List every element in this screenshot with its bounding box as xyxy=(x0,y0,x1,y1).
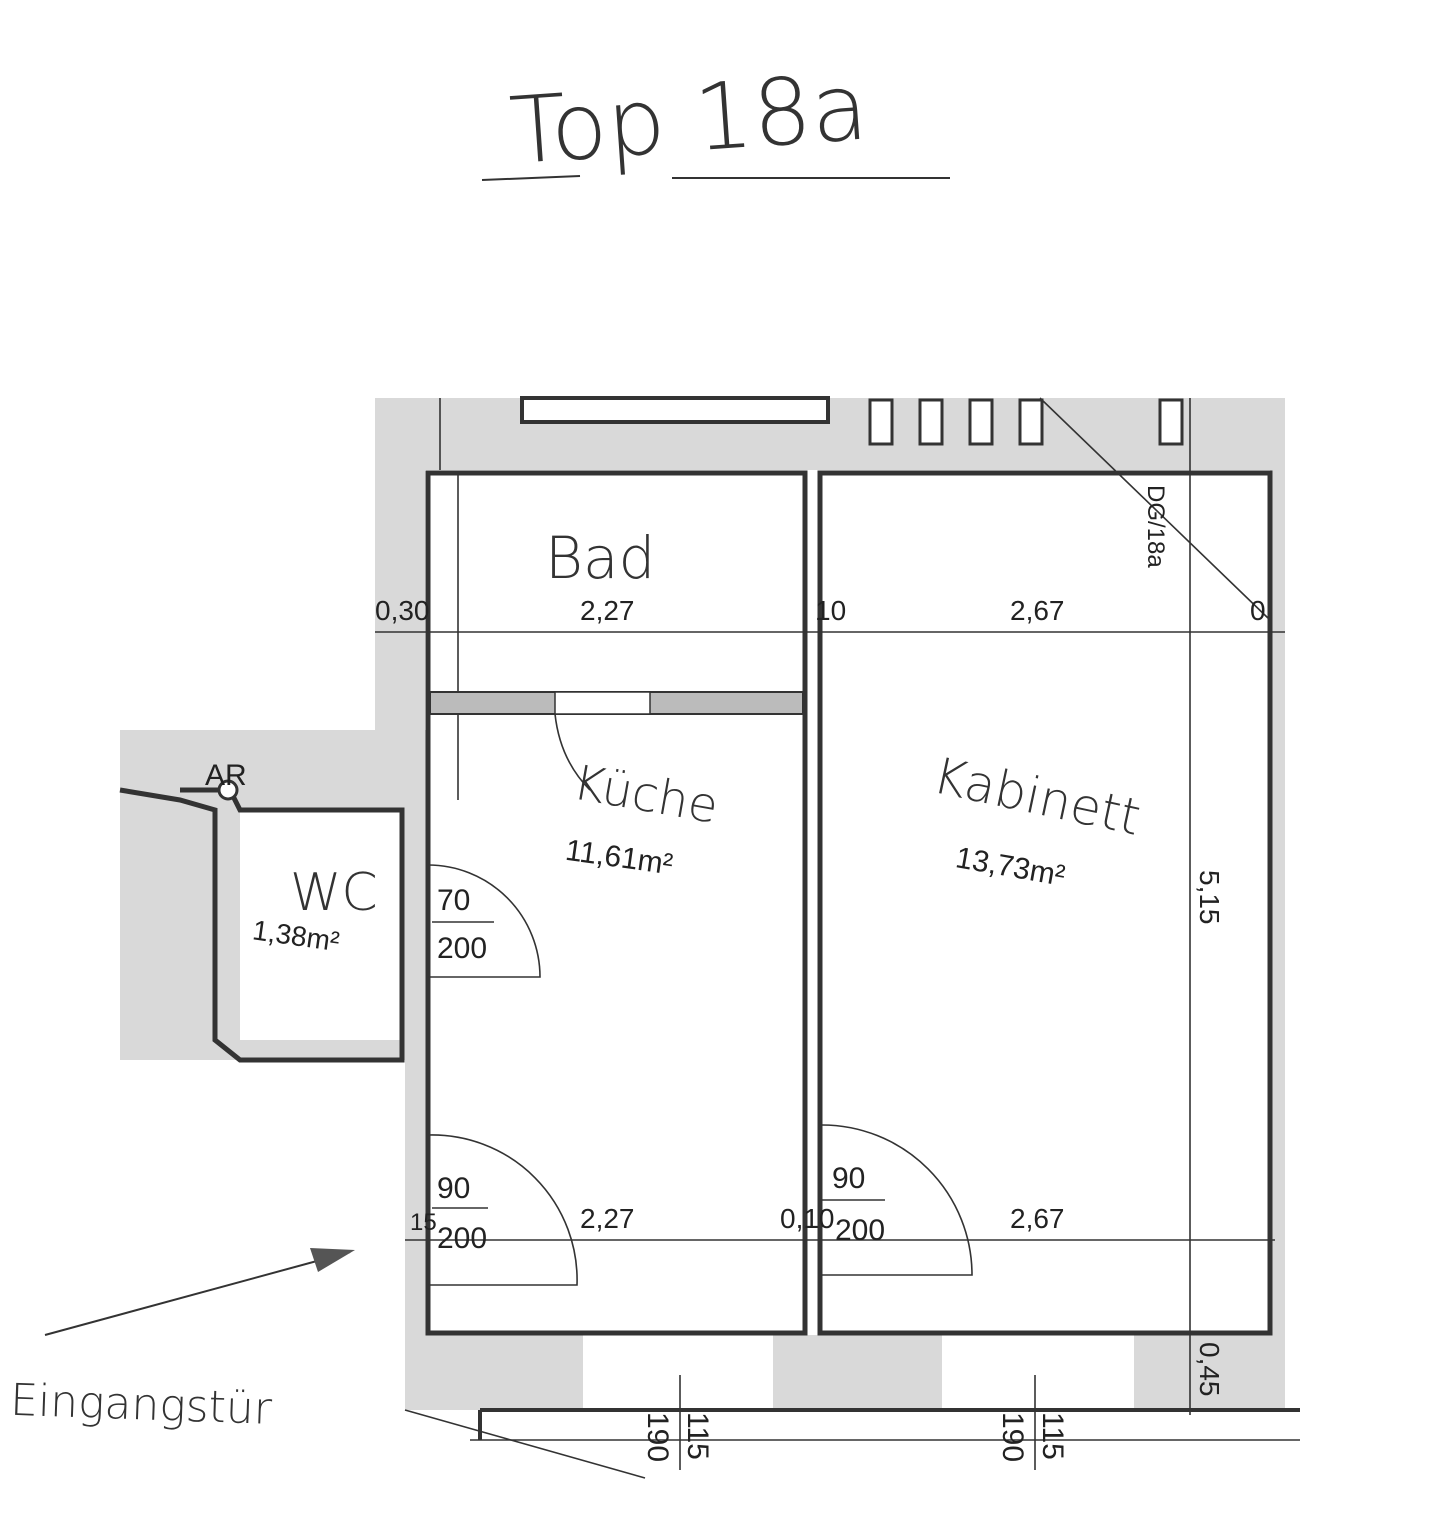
dim-top-right-width: 2,67 xyxy=(1010,595,1065,626)
bad-door-swing xyxy=(554,713,591,791)
room-bad-label: Bad xyxy=(545,524,655,592)
dim-top-left-width: 2,27 xyxy=(580,595,635,626)
window-right-height: 190 xyxy=(996,1412,1029,1462)
wc-door-swing xyxy=(427,864,541,978)
bad-door xyxy=(554,691,651,715)
dim-top-right-wall: 0 xyxy=(1250,595,1266,626)
room-kabinett-label: Kabinett xyxy=(928,746,1145,846)
window-left-width: 115 xyxy=(681,1412,714,1460)
room-ar-label: AR xyxy=(205,759,247,792)
dim-bottom-left-wall: 15 xyxy=(410,1209,437,1236)
ar-shaft-icon xyxy=(217,779,239,801)
diagonal-marker-line xyxy=(1039,397,1271,621)
kabinett-door-height: 200 xyxy=(835,1214,885,1247)
room-kueche-bad xyxy=(425,470,808,1336)
dim-bottom-left-width: 2,27 xyxy=(580,1203,635,1234)
room-wc-label: WC xyxy=(290,863,378,923)
window-niche-left xyxy=(583,1335,773,1410)
radiators xyxy=(868,398,1184,446)
window-niche-right xyxy=(942,1335,1134,1410)
bottom-wall-band xyxy=(405,1335,1285,1410)
kabinett-door-swing xyxy=(821,1124,973,1276)
plan-title: Top 18a xyxy=(507,53,872,185)
dim-bottom-right-width: 2,67 xyxy=(1010,1203,1065,1234)
window-right-width: 115 xyxy=(1036,1412,1069,1460)
dim-top-left-wall: 0,30 xyxy=(375,595,430,626)
room-kueche-area: 11,61m² xyxy=(563,834,674,882)
right-wall-band xyxy=(1270,470,1285,1335)
dim-top-mid-wall: 10 xyxy=(815,595,846,626)
dim-bottom-mid-wall: 0,10 xyxy=(780,1203,835,1234)
top-window xyxy=(520,396,830,424)
kabinett-door-width: 90 xyxy=(832,1162,865,1195)
entry-door-swing xyxy=(427,1134,578,1286)
room-kabinett xyxy=(817,470,1273,1336)
entry-arrow-icon xyxy=(44,1251,351,1336)
wc-walls xyxy=(119,787,405,1063)
facade-diagonal xyxy=(404,1409,646,1479)
entry-door-width: 90 xyxy=(437,1172,470,1205)
window-left-height: 190 xyxy=(641,1412,674,1462)
wc-door-height: 200 xyxy=(437,932,487,965)
entry-door-height: 200 xyxy=(437,1222,487,1255)
room-kabinett-area: 13,73m² xyxy=(953,841,1067,893)
entry-arrow-head-icon xyxy=(310,1248,355,1272)
marker-dg18a: DG/18a xyxy=(1142,485,1169,568)
wc-interior xyxy=(240,810,402,1040)
dim-right-height: 5,15 xyxy=(1194,870,1225,925)
wc-door-width: 70 xyxy=(437,884,470,917)
title-underline-left xyxy=(481,175,581,181)
room-kueche-label: Küche xyxy=(569,755,722,835)
dim-outer-wall: 0,45 xyxy=(1194,1342,1225,1397)
entry-door-annotation: Eingangstür xyxy=(9,1375,273,1435)
